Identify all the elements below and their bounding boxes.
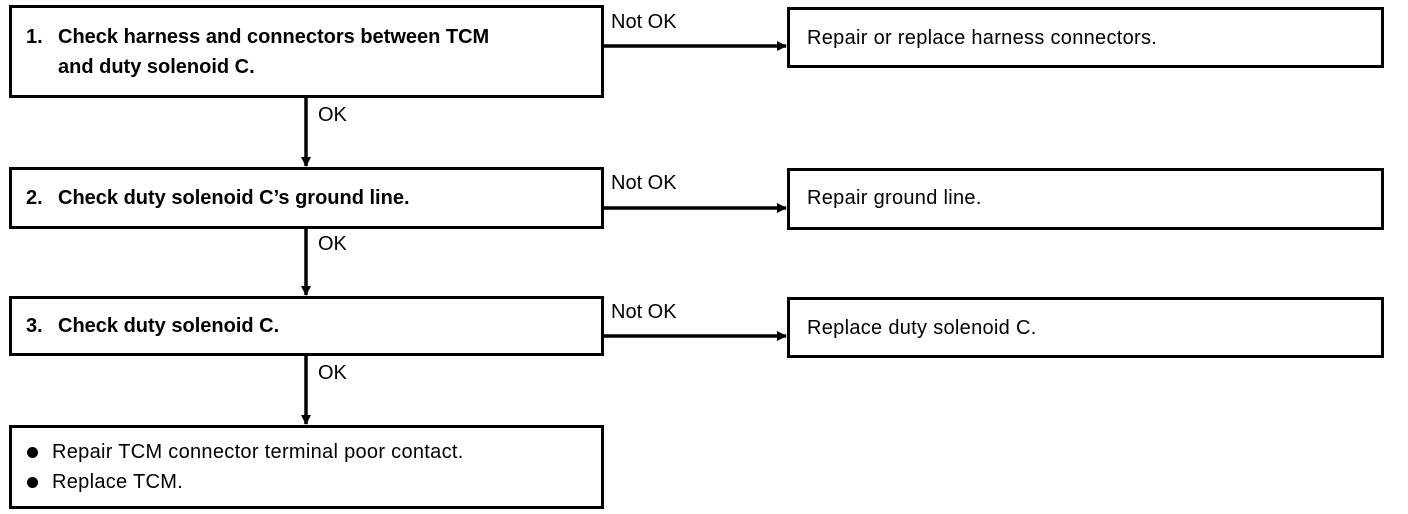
step-1-text-line1: Check harness and connectors between TCM <box>58 26 490 48</box>
final-action-text-2: Replace TCM. <box>52 471 184 493</box>
bullet-icon <box>27 447 38 458</box>
step-3-number: 3. <box>26 315 43 337</box>
not-ok-label-1: Not OK <box>611 11 677 33</box>
step-3-text: Check duty solenoid C. <box>58 315 280 337</box>
final-action-item-2: Replace TCM. <box>12 467 601 497</box>
step-1-box: 1. Check harness and connectors between T… <box>9 5 604 98</box>
step-2-box: 2. Check duty solenoid C’s ground line. <box>9 167 604 229</box>
ok-label-3: OK <box>318 362 347 384</box>
ok-label-1: OK <box>318 104 347 126</box>
result-box-3: Replace duty solenoid C. <box>787 297 1384 358</box>
final-action-box: Repair TCM connector terminal poor conta… <box>9 425 604 509</box>
ok-label-2: OK <box>318 233 347 255</box>
result-box-2: Repair ground line. <box>787 168 1384 230</box>
step-3-box: 3. Check duty solenoid C. <box>9 296 604 356</box>
result-text-3: Replace duty solenoid C. <box>807 317 1037 339</box>
final-action-item-1: Repair TCM connector terminal poor conta… <box>12 437 601 467</box>
not-ok-label-2: Not OK <box>611 172 677 194</box>
final-action-list: Repair TCM connector terminal poor conta… <box>12 437 601 497</box>
step-2-number: 2. <box>26 187 43 209</box>
step-1-number: 1. <box>26 26 43 48</box>
not-ok-label-3: Not OK <box>611 301 677 323</box>
step-2-text: Check duty solenoid C’s ground line. <box>58 187 410 209</box>
result-text-1: Repair or replace harness connectors. <box>807 27 1158 49</box>
final-action-text-1: Repair TCM connector terminal poor conta… <box>52 441 464 463</box>
step-1-text-line2: and duty solenoid C. <box>58 56 255 78</box>
bullet-icon <box>27 477 38 488</box>
result-box-1: Repair or replace harness connectors. <box>787 7 1384 68</box>
result-text-2: Repair ground line. <box>807 187 982 209</box>
